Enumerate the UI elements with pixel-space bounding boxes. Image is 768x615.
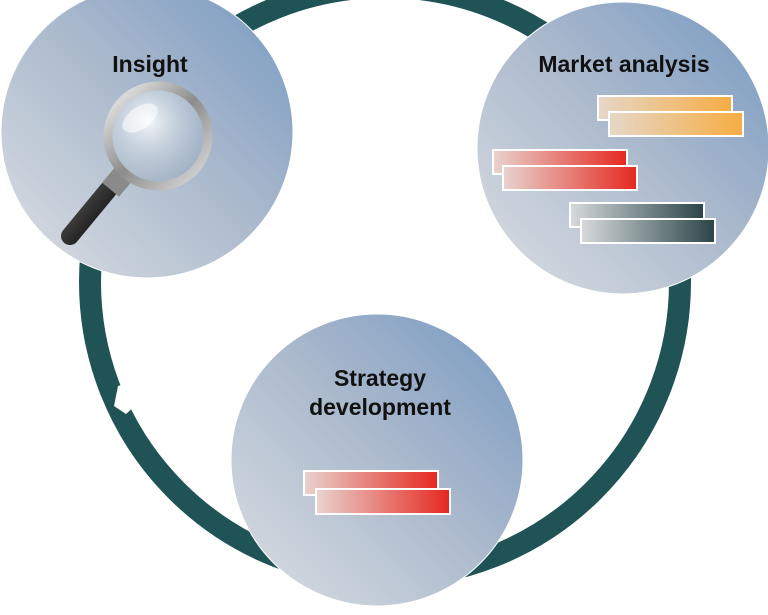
bar-stack-icon xyxy=(303,470,451,515)
stage-market-analysis: Market analysis xyxy=(476,1,768,295)
bar xyxy=(580,218,716,244)
bar xyxy=(315,488,451,515)
stage-circle xyxy=(476,1,768,295)
stage-title: Insight xyxy=(112,51,188,77)
stage-title-line-2: development xyxy=(309,394,451,420)
magnifying-glass-icon xyxy=(61,81,213,245)
bar xyxy=(608,111,744,137)
stage-strategy-development: Strategy development xyxy=(230,313,524,607)
arrow-notch-right xyxy=(601,372,642,395)
stage-title-line-1: Strategy xyxy=(334,365,426,391)
stage-insight: Insight xyxy=(0,0,294,279)
arrow-notch-left xyxy=(114,382,136,414)
bar xyxy=(502,165,638,191)
stage-circle xyxy=(230,313,524,607)
stage-title: Market analysis xyxy=(538,51,709,77)
bar-stack-icon xyxy=(492,95,744,244)
arrow-notch-top xyxy=(368,28,404,66)
